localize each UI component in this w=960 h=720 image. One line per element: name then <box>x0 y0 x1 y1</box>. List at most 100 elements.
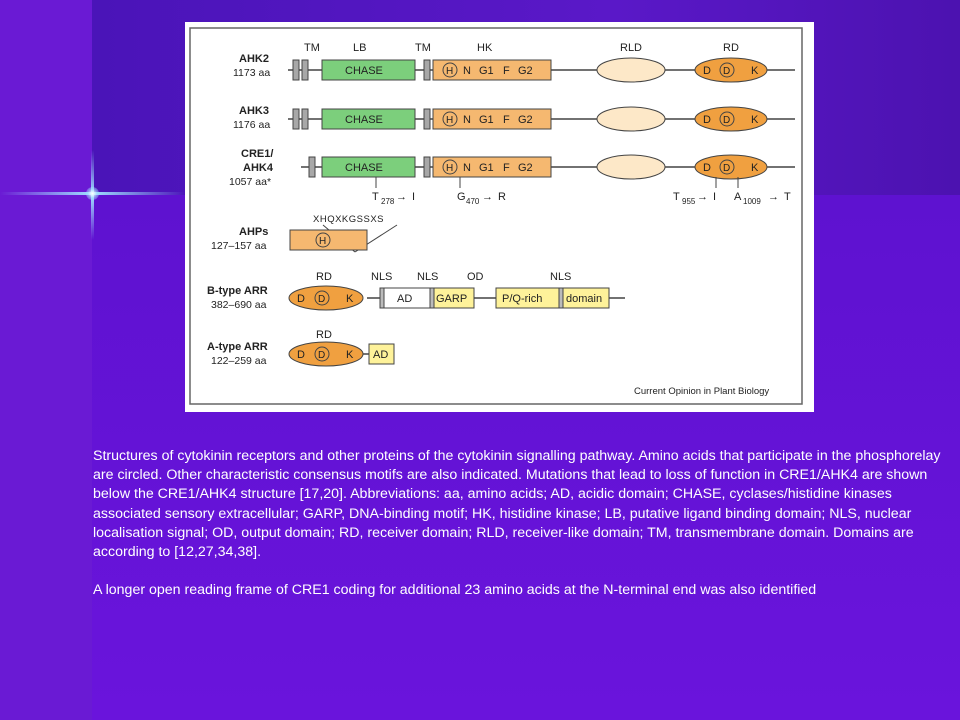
motif-g2: G2 <box>518 65 533 77</box>
h-residue: H <box>446 115 453 126</box>
figure-frame <box>189 27 803 405</box>
ad-domain <box>368 343 395 365</box>
label-tm-2: TM <box>415 42 431 54</box>
tm-segment <box>292 108 300 130</box>
atype-structure: D D K AD <box>288 341 395 367</box>
rd-d1: D <box>703 162 711 174</box>
caption-paragraph-1: Structures of cytokinin receptors and ot… <box>93 448 941 561</box>
chase-label: CHASE <box>345 114 383 126</box>
mutation-1-pos: 278 <box>381 197 395 206</box>
label-rd: RD <box>723 42 739 54</box>
hk-domain <box>432 108 552 130</box>
protein-length-cre1: 1057 aa* <box>229 176 271 188</box>
rd-k: K <box>346 349 354 361</box>
rd-d2: D <box>723 115 730 126</box>
btype-structure: D D K AD GARP P/Q-rich domain <box>288 285 625 311</box>
rld-domain <box>596 106 666 132</box>
cre1-structure: CHASE H N G1 F G2 D D K <box>301 154 795 188</box>
chase-label: CHASE <box>345 162 383 174</box>
garp-label: GARP <box>436 293 467 305</box>
d-circle <box>719 62 735 78</box>
h-residue: H <box>446 163 453 174</box>
motif-f: F <box>503 114 510 126</box>
motif-g2: G2 <box>518 114 533 126</box>
tm-segment <box>292 59 300 81</box>
tm-segment <box>301 108 309 130</box>
protein-name-ahk3: AHK3 <box>239 105 269 117</box>
figure-caption: Structures of cytokinin receptors and ot… <box>93 447 943 619</box>
protein-structure-figure: TM LB TM HK RLD RD AHK2 1173 aa CHASE H … <box>185 22 814 412</box>
motif-g1: G1 <box>479 114 494 126</box>
tm-segment <box>308 156 316 178</box>
mutation-2-arrow: → <box>482 191 493 203</box>
protein-length-ahps: 127–157 aa <box>211 240 267 252</box>
motif-g1: G1 <box>479 162 494 174</box>
a-label-rd: RD <box>316 329 332 341</box>
rd-k: K <box>751 114 759 126</box>
motif-n: N <box>463 162 471 174</box>
b-label-nls-3: NLS <box>550 271 571 283</box>
rd-d2: D <box>723 163 730 174</box>
ahk2-structure: CHASE H N G1 F G2 D D K <box>288 57 795 83</box>
sparkle-star-icon <box>86 187 99 200</box>
b-label-nls-2: NLS <box>417 271 438 283</box>
hk-domain <box>432 59 552 81</box>
mutation-2-pos: 470 <box>466 197 480 206</box>
rd-k: K <box>346 293 354 305</box>
ahp-domain <box>289 229 368 251</box>
rd-k: K <box>751 65 759 77</box>
protein-name-btype: B-type ARR <box>207 285 268 297</box>
chase-label: CHASE <box>345 65 383 77</box>
protein-name-atype: A-type ARR <box>207 341 268 353</box>
rd-domain <box>694 154 768 180</box>
mutation-4-to: T <box>784 191 791 203</box>
caption-paragraph-2: A longer open reading frame of CRE1 codi… <box>93 582 817 599</box>
b-label-rd: RD <box>316 271 332 283</box>
motif-f: F <box>503 65 510 77</box>
pq-rich-label: P/Q-rich <box>502 293 542 305</box>
rld-domain <box>596 154 666 180</box>
d-circle <box>719 111 735 127</box>
mutation-1-from: T <box>372 191 379 203</box>
figure-source: Current Opinion in Plant Biology <box>634 386 769 397</box>
motif-n: N <box>463 114 471 126</box>
tm-segment <box>423 156 431 178</box>
background-left-band <box>0 0 92 720</box>
protein-name-cre1: CRE1/ <box>241 148 273 160</box>
mutation-3-pos: 955 <box>682 197 696 206</box>
mutation-2-from: G <box>457 191 466 203</box>
protein-name-ahps: AHPs <box>239 226 268 238</box>
motif-g1: G1 <box>479 65 494 77</box>
mutations: T 278 → I G 470 → R T 955 → I A 1009 → T <box>372 191 791 206</box>
motif-n: N <box>463 65 471 77</box>
mutation-1-to: I <box>412 191 415 203</box>
rd-domain <box>694 57 768 83</box>
motif-g2: G2 <box>518 162 533 174</box>
protein-length-ahk3: 1176 aa <box>233 119 270 131</box>
rd-d1: D <box>297 349 305 361</box>
mutation-3-to: I <box>713 191 716 203</box>
mutation-4-from: A <box>734 191 742 203</box>
label-tm-1: TM <box>304 42 320 54</box>
mutation-4-pos: 1009 <box>743 197 761 206</box>
h-residue: H <box>319 236 326 247</box>
motif-f: F <box>503 162 510 174</box>
rd-domain <box>288 285 364 311</box>
d-circle <box>314 290 330 306</box>
rd-d1: D <box>703 114 711 126</box>
ad-label: AD <box>373 349 388 361</box>
h-circle <box>442 159 458 175</box>
tm-segment <box>301 59 309 81</box>
rd-d1: D <box>703 65 711 77</box>
h-circle <box>442 62 458 78</box>
h-circle <box>442 111 458 127</box>
protein-diagram: TM LB TM HK RLD RD AHK2 1173 aa CHASE H … <box>189 27 803 405</box>
b-label-od: OD <box>467 271 484 283</box>
mutation-4-arrow: → <box>768 191 779 203</box>
label-hk: HK <box>477 42 493 54</box>
rld-domain <box>596 57 666 83</box>
label-rld: RLD <box>620 42 642 54</box>
rd-k: K <box>751 162 759 174</box>
h-circle <box>315 232 331 248</box>
chase-domain <box>321 108 416 130</box>
